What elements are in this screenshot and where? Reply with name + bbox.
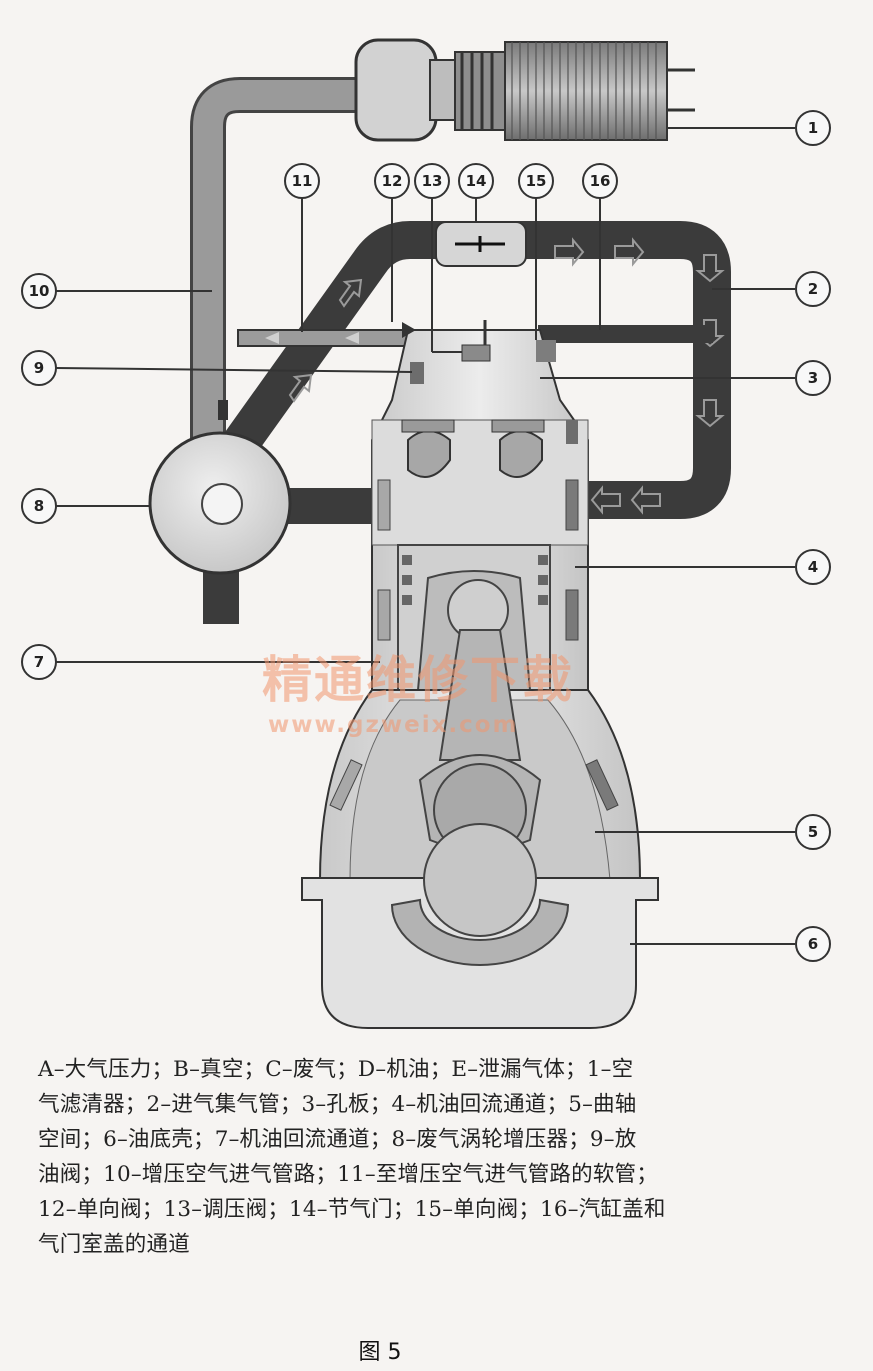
callout-14-label: 14 bbox=[466, 172, 487, 190]
charge-air-intake-pipe bbox=[190, 77, 372, 460]
turbocharger bbox=[148, 431, 378, 624]
callout-4: 4 bbox=[795, 549, 831, 585]
throttle-valve bbox=[435, 221, 527, 267]
callout-4-label: 4 bbox=[808, 558, 818, 576]
hose-to-charge-air-line bbox=[237, 329, 419, 347]
valve-details bbox=[402, 320, 578, 444]
callout-6-label: 6 bbox=[808, 935, 818, 953]
callout-1: 1 bbox=[795, 110, 831, 146]
callout-13-label: 13 bbox=[422, 172, 443, 190]
callout-9: 9 bbox=[21, 350, 57, 386]
callout-13: 13 bbox=[414, 163, 450, 199]
figure-caption: A–大气压力；B–真空；C–废气；D–机油；E–泄漏气体；1–空 气滤清器；2–… bbox=[38, 1052, 828, 1262]
callout-8: 8 bbox=[21, 488, 57, 524]
caption-line: 12–单向阀；13–调压阀；14–节气门；15–单向阀；16–汽缸盖和 bbox=[38, 1197, 666, 1222]
callout-10-label: 10 bbox=[29, 282, 50, 300]
callout-5-label: 5 bbox=[808, 823, 818, 841]
callout-5: 5 bbox=[795, 814, 831, 850]
callout-1-label: 1 bbox=[808, 119, 818, 137]
leader-lines bbox=[55, 127, 795, 945]
callout-2: 2 bbox=[795, 271, 831, 307]
callout-7: 7 bbox=[21, 644, 57, 680]
callout-12-label: 12 bbox=[382, 172, 403, 190]
callout-16: 16 bbox=[582, 163, 618, 199]
engine-block bbox=[301, 329, 659, 1029]
callout-8-label: 8 bbox=[34, 497, 44, 515]
cylinder-head-channel bbox=[538, 325, 713, 343]
caption-line: A–大气压力；B–真空；C–废气；D–机油；E–泄漏气体；1–空 bbox=[38, 1057, 634, 1082]
intake-manifold bbox=[216, 221, 731, 519]
engine-crankcase-ventilation-diagram: 1 2 3 4 5 6 7 8 9 10 11 12 13 14 15 16 bbox=[21, 38, 831, 1029]
caption-line: 气滤清器；2–进气集气管；3–孔板；4–机油回流通道；5–曲轴 bbox=[38, 1092, 637, 1117]
air-filter bbox=[354, 38, 695, 142]
callout-7-label: 7 bbox=[34, 653, 44, 671]
caption-line: 油阀；10–增压空气进气管路；11–至增压空气进气管路的软管； bbox=[38, 1162, 658, 1187]
callout-6: 6 bbox=[795, 926, 831, 962]
bellows-icon bbox=[454, 51, 506, 131]
callout-15-label: 15 bbox=[526, 172, 547, 190]
caption-line: 气门室盖的通道 bbox=[38, 1232, 190, 1257]
callout-11: 11 bbox=[284, 163, 320, 199]
figure-label: 图 5 bbox=[358, 1340, 402, 1365]
callout-15: 15 bbox=[518, 163, 554, 199]
callout-9-label: 9 bbox=[34, 359, 44, 377]
callout-16-label: 16 bbox=[590, 172, 611, 190]
callout-3-label: 3 bbox=[808, 369, 818, 387]
callout-14: 14 bbox=[458, 163, 494, 199]
callout-2-label: 2 bbox=[808, 280, 818, 298]
callout-3: 3 bbox=[795, 360, 831, 396]
callout-10: 10 bbox=[21, 273, 57, 309]
callout-11-label: 11 bbox=[292, 172, 313, 190]
caption-line: 空间；6–油底壳；7–机油回流通道；8–废气涡轮增压器；9–放 bbox=[38, 1127, 637, 1152]
callout-12: 12 bbox=[374, 163, 410, 199]
